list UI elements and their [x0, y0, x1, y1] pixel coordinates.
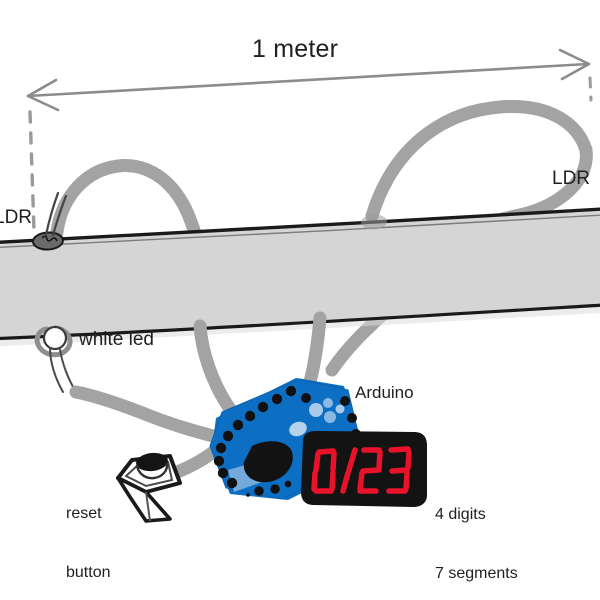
reset-button-label-line2: button	[66, 563, 111, 581]
wire-ldr-left	[50, 159, 205, 251]
arduino-blob-2	[323, 398, 333, 408]
arduino-chip	[243, 441, 293, 483]
dimension-label: 1 meter	[252, 35, 339, 63]
arduino-dot-small	[246, 493, 250, 497]
reset-button-cap-skirt	[135, 462, 169, 480]
arduino-label: Arduino	[355, 383, 414, 402]
wire-led-to-arduino	[69, 385, 243, 449]
ldr-left-squiggle-icon	[41, 235, 58, 242]
ldr-right-component	[361, 214, 387, 230]
display-label-line1: 4 digits	[435, 506, 486, 524]
dimension-arrow-left-icon	[26, 78, 60, 112]
beam	[0, 207, 600, 347]
display-digit-3	[386, 446, 412, 494]
display-label: 4 digits 7 segments display	[435, 466, 518, 600]
wire-ldr-right-upper	[365, 100, 593, 223]
extension-line-left	[28, 110, 36, 232]
arduino-pin-header-left	[213, 385, 297, 489]
arduino-blob-1	[309, 403, 323, 417]
arduino-blob-4	[335, 404, 345, 414]
white-led-body	[42, 325, 68, 351]
arduino-blob-3	[324, 411, 336, 423]
dimension-arrow-right-icon	[558, 48, 591, 81]
reset-button-cap	[136, 452, 168, 472]
reset-button-pin	[116, 476, 172, 523]
dimension-line-shaft	[26, 62, 590, 98]
white-led-halo	[34, 325, 73, 358]
ldr-left-component	[32, 191, 68, 251]
display-digit-2	[357, 447, 383, 494]
display-label-line2: 7 segments	[435, 564, 518, 582]
display-digit-1	[340, 447, 358, 494]
reset-button-label-line1: reset	[66, 505, 102, 523]
beam-fill	[0, 211, 600, 341]
arduino-blob-5	[289, 421, 307, 437]
reset-button-label: reset button	[66, 465, 110, 600]
ldr-left-leads	[44, 191, 68, 237]
ldr-right-body	[361, 214, 387, 230]
arduino-pin-header-bottom	[254, 480, 292, 496]
white-led-label: white led	[79, 329, 154, 350]
white-led-component	[34, 325, 77, 393]
reset-button[interactable]	[116, 451, 182, 523]
dimension-line-1-meter	[26, 48, 593, 232]
seven-segment-display	[301, 431, 427, 507]
ldr-left-label: LDR	[0, 207, 33, 228]
display-digit-0	[311, 448, 337, 494]
reset-button-pin-crease	[145, 491, 151, 522]
extension-line-right	[588, 76, 593, 102]
ldr-right-label: LDR	[552, 168, 591, 189]
wire-beam-center-right	[303, 311, 327, 389]
